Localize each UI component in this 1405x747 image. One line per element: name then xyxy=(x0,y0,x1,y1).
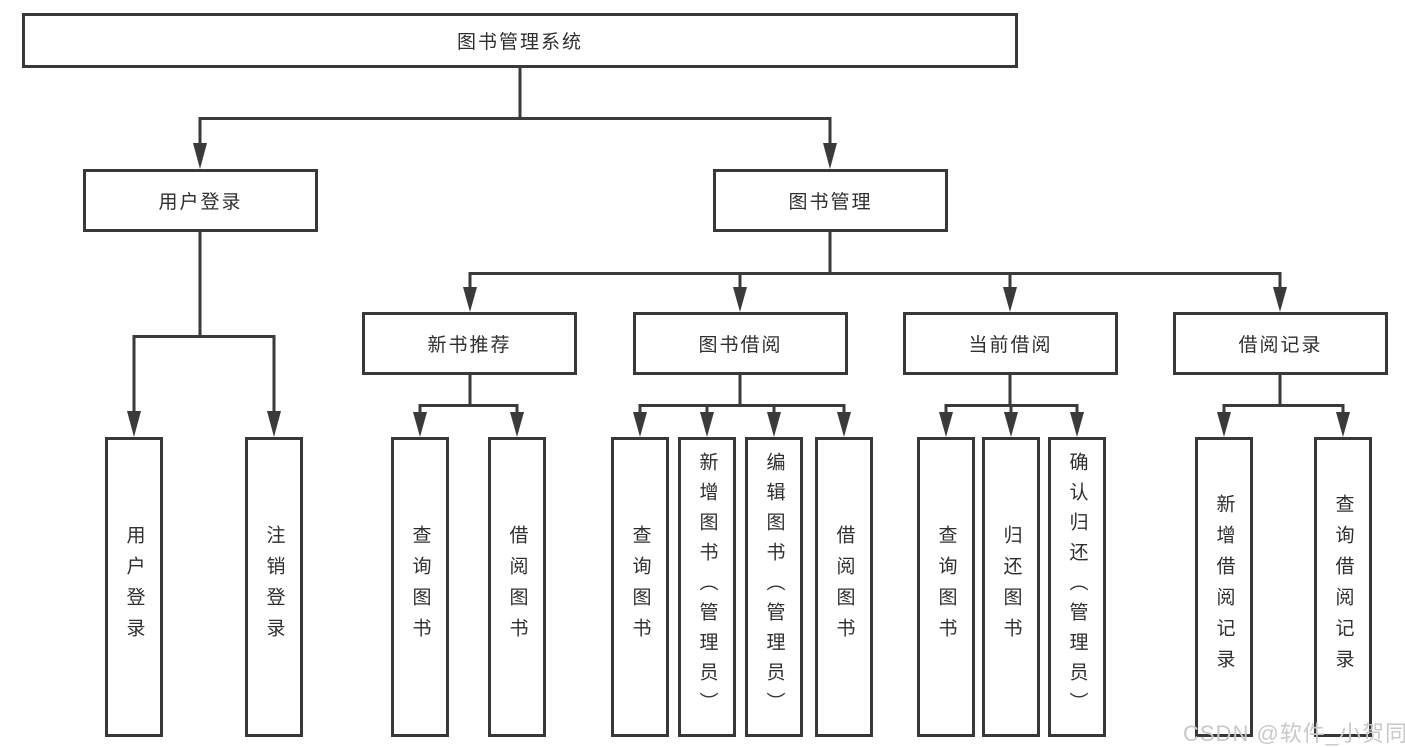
csdn-watermark: CSDN @软件_小贺同学 xyxy=(1183,721,1405,746)
leaf-label: 查询图书 xyxy=(409,525,431,649)
leaf-query-books: 查询图书 xyxy=(917,437,975,737)
connector-borrow-record-group xyxy=(1222,375,1345,414)
node-borrow-record: 借阅记录 xyxy=(1173,312,1388,375)
node-label: 当前借阅 xyxy=(968,335,1053,356)
leaf-query-books: 查询图书 xyxy=(391,437,449,737)
node-library-management-system: 图书管理系统 xyxy=(22,13,1018,68)
node-book-borrow: 图书借阅 xyxy=(633,312,848,375)
arrow-to-book-borrow xyxy=(733,287,747,312)
connector-book-management-to-level3 xyxy=(468,232,1282,289)
node-label: 新书推荐 xyxy=(427,335,512,356)
node-book-management: 图书管理 xyxy=(713,169,948,232)
leaf-logout: 注销登录 xyxy=(245,437,303,737)
leaf-label: 确认归还（管理员） xyxy=(1066,452,1088,722)
leaf-label: 查询图书 xyxy=(935,525,957,649)
leaf-label: 新增借阅记录 xyxy=(1213,494,1235,680)
leaf-label: 用户登录 xyxy=(123,525,145,649)
leaf-query-borrow-record: 查询借阅记录 xyxy=(1314,437,1372,737)
arrow-to-borrow-record xyxy=(1273,287,1287,312)
leaf-user-login: 用户登录 xyxy=(105,437,163,737)
node-new-book-recommend: 新书推荐 xyxy=(362,312,577,375)
leaf-label: 归还图书 xyxy=(1000,525,1022,649)
connector-user-login-group xyxy=(132,232,276,413)
arrow-to-current-borrow xyxy=(1003,287,1017,312)
leaf-add-books-admin: 新增图书（管理员） xyxy=(678,437,736,737)
arrow-to-new-book-recommend xyxy=(463,287,477,312)
arrow-to-book-management xyxy=(823,143,837,169)
leaf-borrow-books: 借阅图书 xyxy=(815,437,873,737)
arrow-to-leaf-logout xyxy=(267,411,281,437)
leaf-return-books: 归还图书 xyxy=(982,437,1040,737)
leaf-label: 查询图书 xyxy=(629,525,651,649)
leaf-borrow-books: 借阅图书 xyxy=(488,437,546,737)
node-label: 图书借阅 xyxy=(698,335,783,356)
node-label: 用户登录 xyxy=(158,192,243,213)
node-label: 借阅记录 xyxy=(1238,335,1323,356)
connector-root-to-level2 xyxy=(198,68,832,145)
leaf-label: 注销登录 xyxy=(263,525,285,649)
connector-current-borrow-group xyxy=(944,375,1079,414)
node-label: 图书管理 xyxy=(788,192,873,213)
connector-book-borrow-group xyxy=(638,375,846,414)
arrow-to-leaf-user-login xyxy=(127,411,141,437)
node-current-borrow: 当前借阅 xyxy=(903,312,1118,375)
leaf-edit-books-admin: 编辑图书（管理员） xyxy=(745,437,803,737)
leaf-label: 查询借阅记录 xyxy=(1332,494,1354,680)
connector-new-book-group xyxy=(418,375,519,414)
leaf-add-borrow-record: 新增借阅记录 xyxy=(1195,437,1253,737)
leaf-label: 借阅图书 xyxy=(833,525,855,649)
node-user-login: 用户登录 xyxy=(83,169,318,232)
leaf-query-books: 查询图书 xyxy=(611,437,669,737)
arrow-to-user-login xyxy=(193,143,207,169)
leaf-label: 新增图书（管理员） xyxy=(696,452,718,722)
leaf-confirm-return-admin: 确认归还（管理员） xyxy=(1048,437,1106,737)
leaf-label: 编辑图书（管理员） xyxy=(763,452,785,722)
node-label: 图书管理系统 xyxy=(456,32,583,53)
leaf-label: 借阅图书 xyxy=(506,525,528,649)
